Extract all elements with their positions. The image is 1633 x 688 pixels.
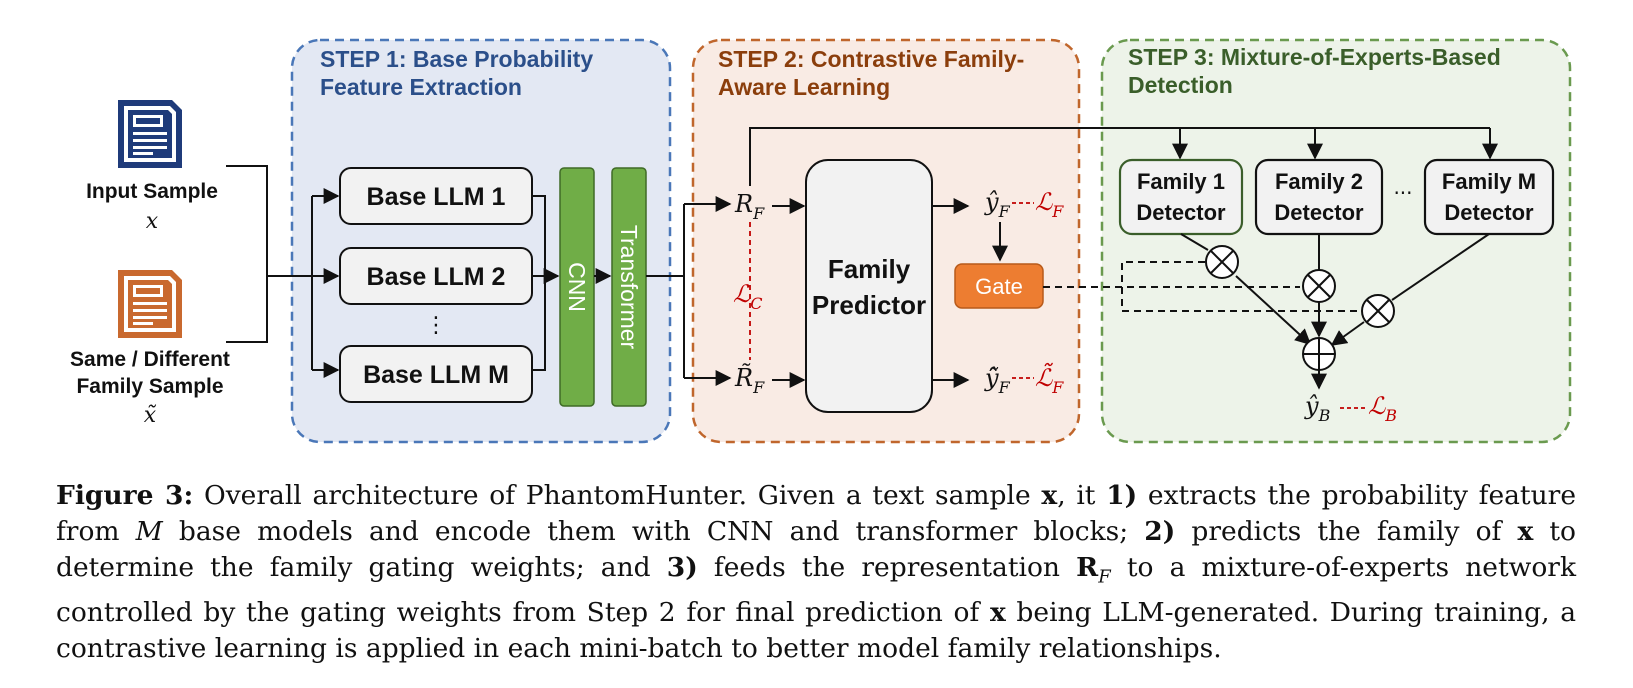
step2-title-line2: Aware Learning <box>718 74 890 100</box>
caption-figure-label: Figure 3: <box>56 480 194 511</box>
family-detector-boxes <box>1118 158 1555 236</box>
family-m-detector-line2: Detector <box>1444 200 1534 225</box>
caption-var-x-2: x <box>1517 516 1534 547</box>
caption-var-r: R <box>1076 552 1099 583</box>
gate-label: Gate <box>975 274 1023 299</box>
base-llm-m-box <box>339 345 533 403</box>
caption-text-7: feeds the representation <box>697 552 1077 583</box>
contrastive-loss-label: ℒC <box>733 280 763 313</box>
caption-text-5: predicts the family of <box>1175 516 1518 547</box>
input-document-icon <box>118 100 182 168</box>
base-llm-ellipsis: ⋮ <box>425 313 447 338</box>
family-predictor-label-line2: Predictor <box>812 290 926 320</box>
caption-text-1: Overall architecture of PhantomHunter. G… <box>193 480 1042 511</box>
base-llm-m-label: Base LLM M <box>363 361 509 389</box>
caption-var-x-1: x <box>1041 480 1058 511</box>
lb-label: ℒB <box>1368 392 1397 425</box>
transformer-label: Transformer <box>616 225 642 350</box>
figure-caption: Figure 3: Overall architecture of Phanto… <box>56 478 1576 667</box>
input-merge-connector <box>226 165 340 378</box>
pair-sample-var: x̃ <box>144 403 157 428</box>
input-sample-label: Input Sample <box>86 180 218 203</box>
lf-label: ℒF <box>1035 188 1064 221</box>
step3-panel <box>1100 38 1572 444</box>
base-llm-boxes <box>339 167 533 403</box>
rf-tilde-label: R̃F <box>734 364 765 397</box>
caption-text-6: to determine the family gating weights; … <box>56 516 1577 583</box>
family-2-detector-line1: Family 2 <box>1275 169 1363 194</box>
step3-title-line2: Detection <box>1128 72 1233 98</box>
yb-label: ŷB <box>1304 392 1331 425</box>
yf-label: ŷF <box>984 188 1011 221</box>
caption-step-1: 1) <box>1106 480 1138 511</box>
cnn-block <box>559 167 595 407</box>
multiply-icon-2 <box>1302 269 1336 303</box>
moe-combination-connector <box>1180 233 1490 390</box>
family-2-detector-line2: Detector <box>1274 200 1364 225</box>
step3-title-line1: STEP 3: Mixture-of-Experts-Based <box>1128 44 1501 70</box>
gate-to-multipliers-connector <box>1043 261 1362 312</box>
pair-sample-label-line1: Same / Different <box>70 348 230 371</box>
caption-text-8: to a mixture-of-experts network controll… <box>56 552 1577 629</box>
detector-ellipsis: ··· <box>1393 181 1412 205</box>
caption-text-2: , it <box>1057 480 1107 511</box>
caption-var-m: M <box>135 516 163 547</box>
family-predictor-box <box>805 159 933 413</box>
family-m-detector-line1: Family M <box>1442 169 1536 194</box>
step2-title-line1: STEP 2: Contrastive Family- <box>718 46 1024 72</box>
caption-step-3: 3) <box>666 552 698 583</box>
caption-text-4: base models and encode them with CNN and… <box>162 516 1145 547</box>
architecture-diagram: STEP 1: Base Probability Feature Extract… <box>70 38 1572 444</box>
step1-title-line1: STEP 1: Base Probability <box>320 46 593 72</box>
input-sample-var: x <box>146 209 159 234</box>
rf-label: RF <box>734 190 765 223</box>
caption-text-3: extracts the probability feature from <box>56 480 1576 547</box>
caption-text-9: being LLM-generated. During training, a … <box>56 597 1576 665</box>
step1-title-line2: Feature Extraction <box>320 74 522 100</box>
family-1-detector-line2: Detector <box>1136 200 1226 225</box>
caption-var-x-3: x <box>989 597 1006 629</box>
transformer-block <box>611 167 647 407</box>
sum-icon <box>1302 337 1336 371</box>
llm-to-cnn-connector <box>532 195 560 371</box>
base-llm-2-label: Base LLM 2 <box>367 263 506 291</box>
pair-sample-label-line2: Family Sample <box>76 375 223 398</box>
base-llm-1-label: Base LLM 1 <box>367 183 506 211</box>
transformer-to-representation-connector <box>646 196 732 386</box>
yf-tilde-label: ỹ̂F <box>984 364 1011 397</box>
lf-tilde-label: ℒ̃F <box>1035 363 1064 397</box>
multiply-icon-1 <box>1205 245 1239 279</box>
multiply-icons <box>1205 245 1395 371</box>
representation-to-detectors-connector <box>749 127 1498 186</box>
pair-document-icon <box>118 270 182 338</box>
multiply-icon-3 <box>1361 294 1395 328</box>
family-1-detector-line1: Family 1 <box>1137 169 1225 194</box>
caption-var-r-sub: F <box>1098 566 1111 588</box>
cnn-label: CNN <box>564 262 590 312</box>
caption-step-2: 2) <box>1144 516 1176 547</box>
family-predictor-label-line1: Family <box>828 254 911 284</box>
